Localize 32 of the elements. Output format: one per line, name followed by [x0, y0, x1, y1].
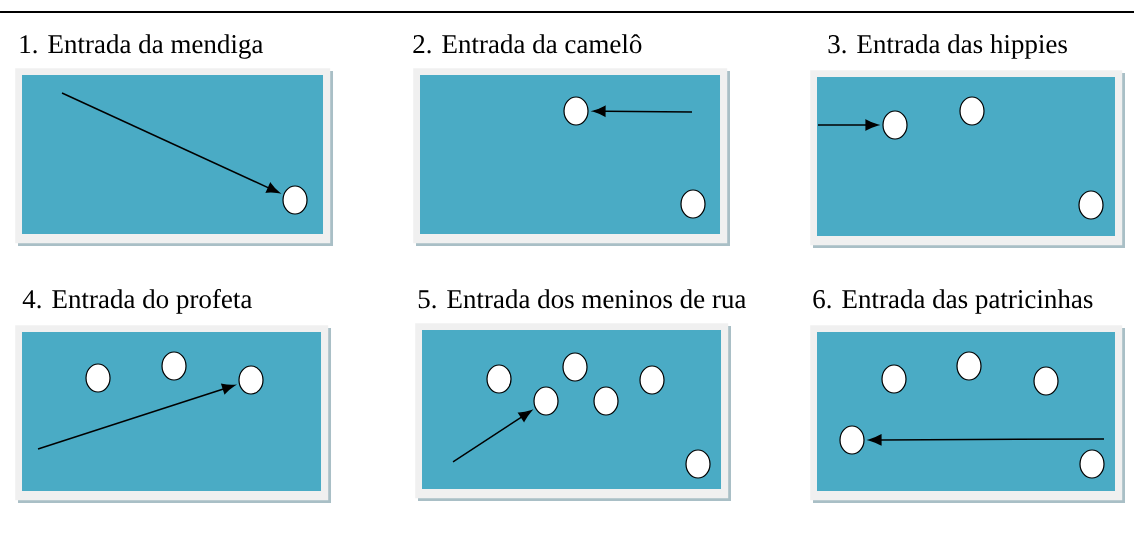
- person-circle: [882, 110, 908, 140]
- panel-heading: 3. Entrada das hippies: [828, 34, 1067, 59]
- person-circle: [563, 96, 589, 126]
- arrow: [817, 119, 879, 131]
- person-circle: [680, 189, 706, 219]
- person-circle: [85, 363, 111, 393]
- person-circle: [533, 386, 559, 416]
- arrow: [592, 105, 693, 117]
- person-circle: [839, 425, 865, 455]
- person-circle: [1078, 190, 1104, 220]
- person-circle: [1033, 366, 1059, 396]
- person-circle: [161, 351, 187, 381]
- person-circle: [1079, 449, 1105, 479]
- person-circle: [238, 365, 264, 395]
- panel-heading: 4. Entrada do profeta: [22, 289, 252, 314]
- person-circle: [486, 364, 512, 394]
- person-circle: [593, 386, 619, 416]
- panel-heading: 2. Entrada da camelô: [413, 34, 642, 54]
- arrow: [868, 434, 1105, 446]
- person-circle: [881, 364, 907, 394]
- person-circle: [685, 449, 711, 479]
- panel-heading: 6. Entrada das patricinhas: [813, 289, 1093, 314]
- arrow: [61, 92, 280, 194]
- person-circle: [562, 352, 588, 382]
- person-circle: [956, 351, 982, 381]
- panel-heading: 5. Entrada dos meninos de rua: [418, 289, 746, 309]
- person-circle: [959, 96, 985, 126]
- panel-heading: 1. Entrada da mendiga: [20, 34, 264, 59]
- arrow: [37, 383, 235, 450]
- person-circle: [639, 365, 665, 395]
- person-circle: [282, 185, 308, 215]
- arrow: [452, 410, 532, 463]
